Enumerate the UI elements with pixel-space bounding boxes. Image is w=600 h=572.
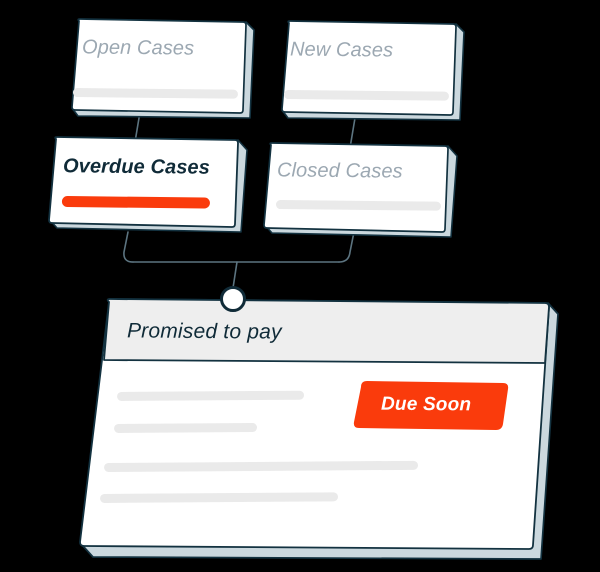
card-overdue-cases[interactable] [48,136,248,233]
card-new-cases-face [281,20,457,116]
card-closed-cases-face [263,142,449,233]
card-new-cases[interactable] [281,20,465,121]
connector-rail-to-node [232,261,238,289]
panel-line-1 [117,390,305,401]
card-overdue-cases-face [48,136,239,228]
junction-node [220,286,246,312]
panel-line-2 [114,423,258,433]
card-open-cases-face [71,18,247,114]
card-closed-cases-bar [275,200,441,211]
card-open-cases[interactable] [71,18,255,119]
panel-line-3 [104,460,419,472]
panel-line-4 [100,492,339,503]
junction-node-circle [220,286,246,312]
connector-closed-down [338,231,355,263]
connector-overdue-down [123,231,134,263]
card-open-cases-bar [72,88,238,99]
panel-content-lines [100,390,419,503]
card-overdue-cases-bar [61,196,210,209]
panel-header-strip [103,298,550,364]
card-closed-cases[interactable] [263,142,458,238]
panel-promised-to-pay[interactable] [79,298,559,560]
card-new-cases-bar [283,90,449,101]
due-soon-badge[interactable] [353,381,509,430]
